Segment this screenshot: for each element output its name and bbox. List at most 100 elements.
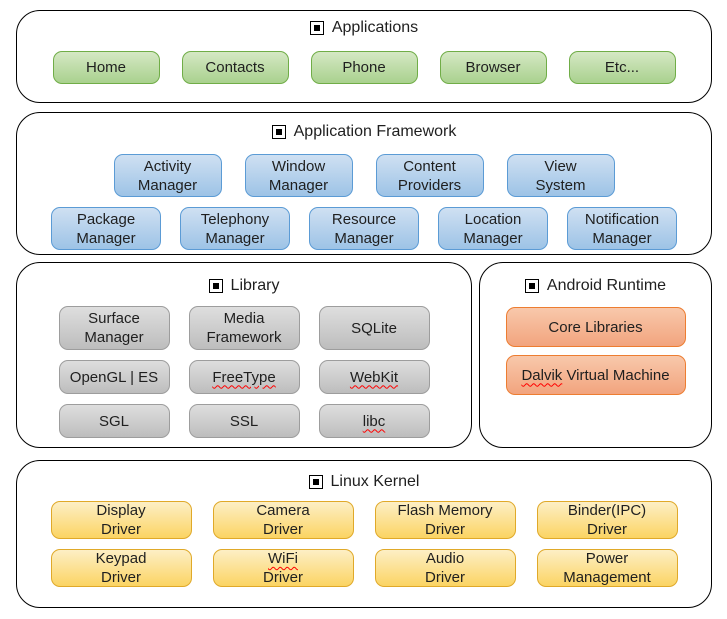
box-ssl: SSL	[188, 404, 300, 438]
section-bullet-icon	[208, 279, 223, 293]
section-applications: Applications Home Contacts Phone Browser Etc…	[16, 10, 712, 103]
box-label-line: Location	[464, 210, 522, 228]
box-opengl-es: OpenGL | ES	[58, 360, 170, 394]
box-libc: libc	[318, 404, 430, 438]
box-label-line: Driver	[263, 569, 303, 586]
misspelled-word: libc	[362, 412, 386, 430]
box-label-line: Manager	[137, 176, 198, 194]
box-label-line: Manager	[76, 229, 136, 247]
box-label-line: SGL	[98, 412, 129, 430]
box-sqlite: SQLite	[318, 306, 430, 350]
box-label-line: Contacts	[205, 59, 265, 76]
section-bullet-icon	[309, 21, 324, 35]
box-label-line: Keypad	[95, 550, 147, 567]
box-label-line: Etc...	[604, 59, 640, 76]
boxes-row: Dalvik Virtual Machine	[480, 355, 711, 395]
box-browser: Browser	[439, 51, 547, 84]
box-label-line: Manager	[334, 229, 394, 247]
box-binder-ipc-driver: Binder(IPC) Driver	[536, 501, 678, 539]
boxes-row: Core Libraries	[480, 307, 711, 347]
box-label-line: Core Libraries	[548, 318, 643, 336]
box-label-line: Driver	[101, 569, 141, 586]
box-label-line: WebKit	[350, 368, 398, 387]
box-freetype: FreeType	[188, 360, 300, 394]
box-webkit: WebKit	[318, 360, 430, 394]
box-label-line: Resource	[331, 210, 397, 228]
box-label-line: Flash Memory	[397, 502, 493, 519]
box-label-line: FreeType	[212, 368, 275, 387]
box-label-line: Home	[85, 59, 126, 76]
section-bullet-icon	[524, 279, 539, 293]
box-label-line: Driver	[101, 521, 141, 538]
box-label-line: Dalvik Virtual Machine	[521, 366, 670, 384]
box-dalvik-virtual-machine: Dalvik Virtual Machine	[505, 355, 686, 395]
box-label-line: Package	[76, 210, 136, 228]
box-label-line: Driver	[425, 569, 465, 586]
box-label-line: libc	[363, 412, 386, 431]
box-label-line: Camera	[256, 502, 310, 519]
box-label-line: WiFi	[268, 549, 298, 568]
boxes-row: OpenGL | ES FreeType WebKit	[17, 360, 471, 394]
box-label-line: Power	[585, 550, 629, 567]
misspelled-word: WebKit	[349, 368, 399, 386]
box-label-line: Activity	[143, 157, 192, 175]
box-phone: Phone	[310, 51, 418, 84]
box-label-line: Phone	[342, 59, 386, 76]
box-label-line: Manager	[592, 229, 652, 247]
box-home: Home	[52, 51, 160, 84]
box-label-line: View	[544, 157, 577, 175]
box-label-line: SQLite	[351, 319, 397, 337]
misspelled-word: WiFi	[268, 550, 298, 567]
section-title-text: Library	[230, 277, 280, 294]
boxes-row: SGL SSL libc	[17, 404, 471, 438]
box-label-line: Binder(IPC)	[567, 502, 647, 519]
section-boxes: Home Contacts Phone Browser Etc...	[17, 51, 711, 84]
box-label-line: Notification	[584, 210, 660, 228]
section-title: Applications	[17, 17, 711, 39]
box-label-line: Driver	[263, 521, 303, 538]
box-label-line: OpenGL | ES	[69, 368, 159, 386]
section-bullet-icon	[271, 125, 286, 139]
misspelled-word: FreeType	[212, 368, 276, 386]
box-core-libraries: Core Libraries	[505, 307, 686, 347]
misspelled-word: Dalvik	[521, 366, 563, 384]
boxes-row: Home Contacts Phone Browser Etc...	[17, 51, 711, 84]
box-label-line: Manager	[463, 229, 523, 247]
section-title-text: Linux Kernel	[330, 473, 420, 490]
box-label-line: Manager	[84, 329, 144, 346]
section-bullet-icon	[308, 475, 323, 489]
box-label-line: System	[535, 176, 586, 194]
box-label-line: Driver	[587, 521, 627, 538]
section-title-text: Android Runtime	[546, 277, 667, 294]
section-title: Library	[17, 275, 471, 297]
box-label-line: Surface	[88, 310, 140, 327]
box-label-line: Media	[223, 310, 265, 327]
section-title: Linux Kernel	[17, 471, 711, 493]
box-label-line: Manager	[268, 176, 329, 194]
